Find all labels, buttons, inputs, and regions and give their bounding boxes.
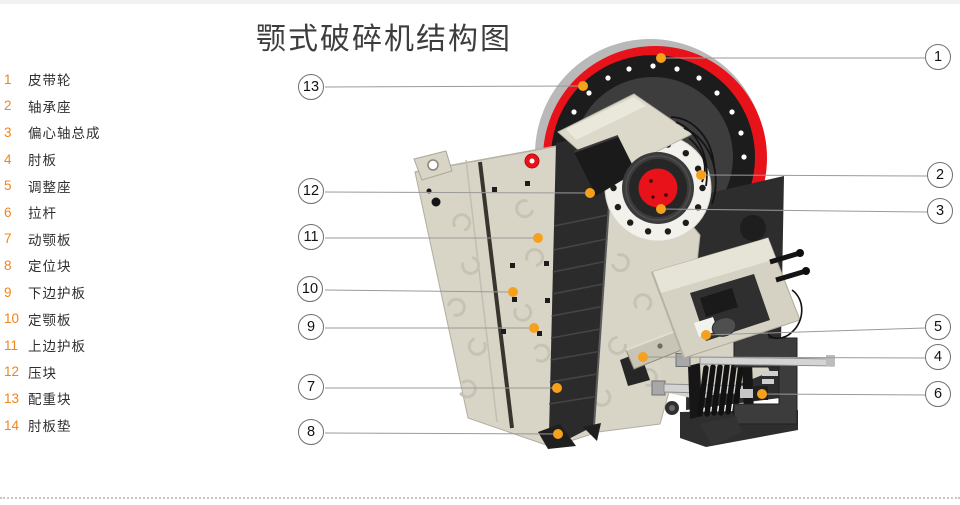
legend-item: 2 轴承座 (0, 93, 210, 120)
legend-item-number: 6 (4, 204, 12, 220)
marker-dot-6 (757, 389, 767, 399)
legend-item-label: 上边护板 (28, 339, 86, 355)
legend-item: 9 下边护板 (0, 279, 210, 306)
legend-item: 1 皮带轮 (0, 66, 210, 93)
leader-line-3 (660, 208, 928, 213)
marker-dot-9 (529, 323, 539, 333)
legend-item: 10 定颚板 (0, 305, 210, 332)
marker-dot-11 (533, 233, 543, 243)
legend-item-label: 配重块 (28, 392, 72, 408)
legend-item: 4 肘板 (0, 146, 210, 173)
legend-item-label: 动颚板 (28, 232, 72, 248)
callout-3: 3 (927, 198, 953, 224)
pressing-block (573, 135, 636, 196)
legend-item: 13 配重块 (0, 385, 210, 412)
marker-dot-5 (701, 330, 711, 340)
legend-item-label: 调整座 (28, 179, 72, 195)
legend-item-number: 7 (4, 231, 12, 247)
eccentric-shaft (622, 152, 694, 224)
leader-line-12 (324, 191, 591, 194)
lug-hole (427, 159, 439, 171)
callout-4: 4 (925, 344, 951, 370)
callout-7: 7 (298, 374, 324, 400)
legend-item: 5 调整座 (0, 172, 210, 199)
leader-line-5 (705, 327, 926, 336)
legend-item-number: 2 (4, 98, 12, 114)
callout-11: 11 (298, 224, 324, 250)
callout-13: 13 (298, 74, 324, 100)
legend-item-label: 轴承座 (28, 99, 72, 115)
leader-lines (324, 57, 928, 435)
legend-item-label: 肘板垫 (28, 419, 72, 435)
marker-dot-2 (696, 170, 706, 180)
legend-item-label: 定颚板 (28, 312, 72, 328)
leader-line-2 (700, 174, 928, 177)
legend-item-number: 8 (4, 257, 12, 273)
legend-item-number: 14 (4, 417, 20, 433)
callout-2: 2 (927, 162, 953, 188)
side-guard-seam (465, 159, 498, 423)
seat-bolts (769, 250, 807, 283)
marker-dots (508, 53, 767, 439)
tension-rod-upper (675, 353, 835, 367)
page-title: 颚式破碎机结构图 (256, 23, 512, 56)
leader-line-10 (324, 289, 514, 293)
legend-item: 8 定位块 (0, 252, 210, 279)
callout-9: 9 (298, 314, 324, 340)
legend-item-label: 下边护板 (28, 286, 86, 302)
legend-item-number: 1 (4, 71, 12, 87)
marker-dot-13 (578, 81, 588, 91)
marker-dot-3 (656, 204, 666, 214)
legend-item-label: 皮带轮 (28, 73, 72, 89)
leader-line-8 (324, 432, 559, 435)
leader-line-13 (324, 85, 584, 88)
legend-item: 6 拉杆 (0, 199, 210, 226)
legend-item-label: 压块 (28, 365, 57, 381)
legend-item: 7 动颚板 (0, 226, 210, 253)
marker-dot-12 (585, 188, 595, 198)
leader-line-6 (761, 393, 926, 396)
callout-12: 12 (298, 178, 324, 204)
leader-line-4 (642, 356, 926, 359)
legend-item-number: 13 (4, 390, 20, 406)
legend-item-number: 11 (4, 337, 19, 353)
legend-item-number: 4 (4, 151, 12, 167)
legend-item-number: 9 (4, 284, 12, 300)
fixed-jaw-plate-seam (478, 161, 514, 429)
callout-8: 8 (298, 419, 324, 445)
legend-item: 11 上边护板 (0, 332, 210, 359)
marker-dot-4 (638, 352, 648, 362)
seat-knob (711, 317, 737, 337)
marker-dot-8 (553, 429, 563, 439)
legend-item-number: 12 (4, 364, 20, 380)
callout-5: 5 (925, 314, 951, 340)
legend-item: 12 压块 (0, 359, 210, 386)
pivot-pin (524, 153, 540, 169)
legend-item-number: 3 (4, 124, 12, 140)
adjust-seat (651, 237, 810, 359)
legend-item-label: 偏心轴总成 (28, 126, 101, 142)
bottom-divider (0, 497, 960, 499)
legend-item: 14 肘板垫 (0, 412, 210, 439)
callout-10: 10 (297, 276, 323, 302)
marker-dot-10 (508, 287, 518, 297)
top-divider (0, 0, 960, 4)
marker-dot-7 (552, 383, 562, 393)
legend-item-label: 定位块 (28, 259, 72, 275)
marker-dot-1 (656, 53, 666, 63)
jaw-plate-ribs (549, 214, 609, 405)
legend-item-number: 5 (4, 178, 12, 194)
callout-6: 6 (925, 381, 951, 407)
legend-item-number: 10 (4, 311, 20, 327)
legend-item-label: 肘板 (28, 153, 57, 169)
legend-item-label: 拉杆 (28, 206, 57, 222)
callout-1: 1 (925, 44, 951, 70)
legend-item: 3 偏心轴总成 (0, 119, 210, 146)
